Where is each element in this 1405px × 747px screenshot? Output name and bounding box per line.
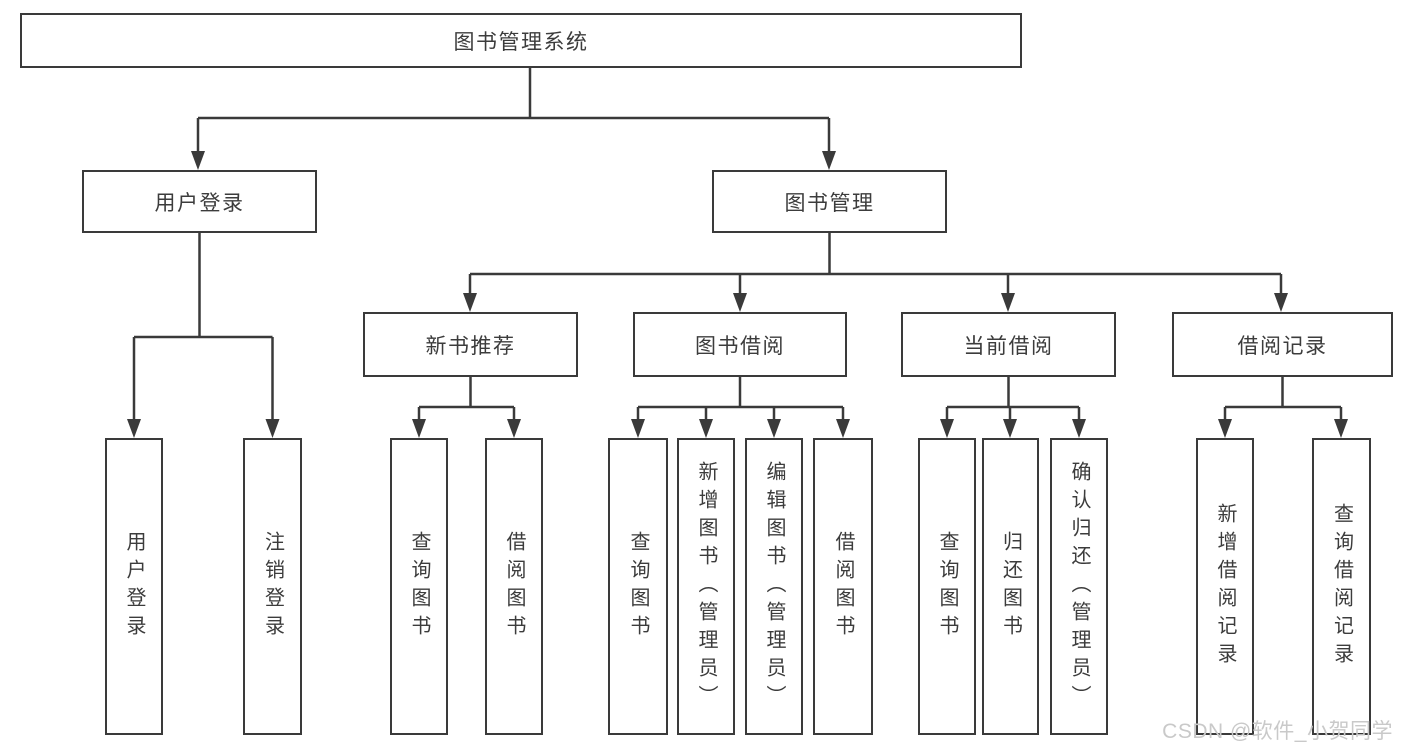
node-current-borrowing: 当前借阅: [901, 312, 1116, 377]
node-label: 用户登录: [154, 191, 245, 215]
node-label: 确认归还（管理员）: [1068, 460, 1090, 713]
node-borrowing-query-books: 查询图书: [608, 438, 668, 735]
node-recommend-query-books: 查询图书: [390, 438, 448, 735]
node-label: 查询借阅记录: [1330, 502, 1353, 671]
node-label: 编辑图书（管理员）: [763, 460, 785, 713]
node-records-query-borrow-record: 查询借阅记录: [1312, 438, 1371, 735]
node-label: 图书管理: [784, 191, 875, 215]
node-label: 新增图书（管理员）: [695, 460, 717, 713]
node-records-add-borrow-record: 新增借阅记录: [1196, 438, 1254, 735]
node-logout: 注销登录: [243, 438, 302, 735]
node-recommend-borrow-books: 借阅图书: [485, 438, 543, 735]
node-label: 注销登录: [261, 530, 284, 643]
node-label: 借阅图书: [832, 530, 854, 643]
node-label: 借阅记录: [1237, 334, 1328, 358]
node-user-login: 用户登录: [82, 170, 317, 233]
tree-edges: [132, 68, 1343, 422]
node-label: 图书借阅: [695, 334, 785, 358]
node-login-action: 用户登录: [105, 438, 163, 735]
node-new-book-recommend: 新书推荐: [363, 312, 578, 377]
csdn-watermark: CSDN @软件_小贺同学: [1162, 720, 1393, 743]
node-label: 新增借阅记录: [1214, 502, 1236, 671]
node-library-system: 图书管理系统: [20, 13, 1022, 68]
node-label: 归还图书: [999, 530, 1022, 643]
node-book-borrowing: 图书借阅: [633, 312, 847, 377]
arrowheads: [127, 151, 1348, 438]
node-borrow-records: 借阅记录: [1172, 312, 1393, 377]
node-label: 查询图书: [408, 530, 430, 643]
node-current-confirm-return-admin: 确认归还（管理员）: [1050, 438, 1108, 735]
node-label: 查询图书: [627, 530, 649, 643]
node-borrowing-add-books-admin: 新增图书（管理员）: [677, 438, 735, 735]
node-label: 图书管理系统: [453, 30, 589, 54]
node-label: 当前借阅: [963, 334, 1054, 358]
node-borrowing-edit-books-admin: 编辑图书（管理员）: [745, 438, 803, 735]
node-label: 新书推荐: [425, 334, 516, 358]
node-label: 查询图书: [936, 530, 958, 643]
node-label: 借阅图书: [503, 530, 525, 643]
node-label: 用户登录: [123, 530, 145, 643]
node-current-query-books: 查询图书: [918, 438, 976, 735]
node-book-management: 图书管理: [712, 170, 947, 233]
node-current-return-books: 归还图书: [982, 438, 1039, 735]
node-borrowing-borrow-books: 借阅图书: [813, 438, 873, 735]
